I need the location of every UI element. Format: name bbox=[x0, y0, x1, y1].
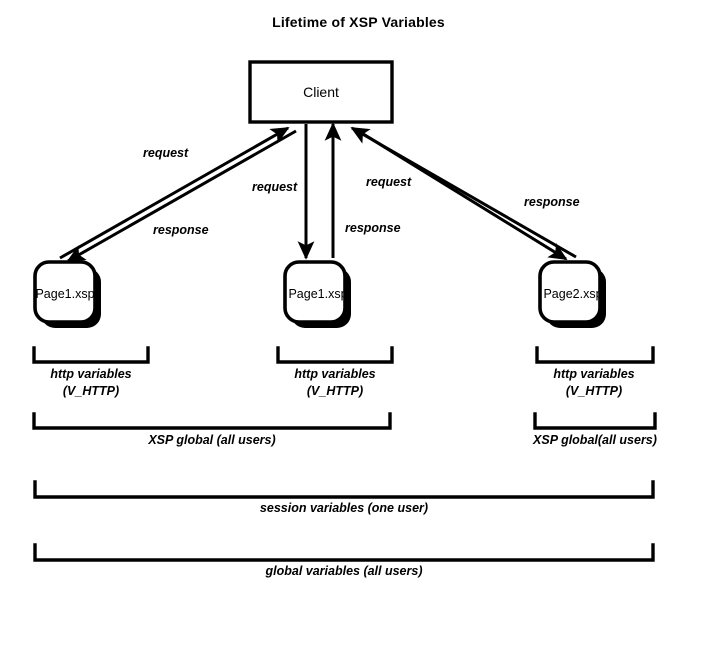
arrow-response-left bbox=[66, 129, 297, 263]
scope-label-xsp-right: XSP global(all users) bbox=[533, 433, 657, 447]
page1b-node-box bbox=[283, 260, 347, 324]
arrow-response-right bbox=[359, 130, 568, 261]
page2-node-box bbox=[538, 260, 602, 324]
flow-label-response-right: response bbox=[524, 195, 580, 209]
page1a-node-label: Page1.xsp bbox=[35, 287, 95, 301]
scope-label-http-left: http variables (V_HTTP) bbox=[20, 366, 162, 400]
client-node-box bbox=[248, 60, 394, 124]
bracket-global bbox=[33, 543, 655, 562]
arrow-request-left bbox=[59, 126, 290, 260]
bracket-xsp-left bbox=[32, 412, 392, 430]
scope-label-xsp-left: XSP global (all users) bbox=[148, 433, 276, 447]
scope-label-http-mid-line2: (V_HTTP) bbox=[306, 384, 364, 398]
scope-label-http-left-line2: (V_HTTP) bbox=[62, 384, 120, 398]
bracket-xsp-right bbox=[533, 412, 657, 430]
flow-label-response-mid: response bbox=[345, 221, 401, 235]
scope-label-session: session variables (one user) bbox=[259, 501, 429, 515]
scope-label-http-right-line1: http variables bbox=[553, 367, 635, 381]
bracket-http-right bbox=[535, 346, 655, 364]
bracket-http-mid bbox=[276, 346, 394, 364]
flow-label-request-left: request bbox=[143, 146, 189, 160]
bracket-session bbox=[33, 480, 655, 499]
flow-label-response-left: response bbox=[153, 223, 209, 237]
scope-label-global: global variables (all users) bbox=[265, 564, 423, 578]
scope-label-http-left-line1: http variables bbox=[50, 367, 132, 381]
client-node-label: Client bbox=[303, 84, 339, 100]
page1a-node-box bbox=[33, 260, 97, 324]
scope-label-http-mid-line1: http variables bbox=[294, 367, 376, 381]
page1b-node-label: Page1.xsp bbox=[288, 287, 348, 301]
scope-label-http-right-line2: (V_HTTP) bbox=[565, 384, 623, 398]
page-title: Lifetime of XSP Variables bbox=[272, 14, 445, 30]
flow-label-request-mid: request bbox=[252, 180, 298, 194]
flow-label-request-right: request bbox=[366, 175, 412, 189]
bracket-http-left bbox=[32, 346, 150, 364]
page2-node-label: Page2.xsp bbox=[543, 287, 603, 301]
scope-label-http-mid: http variables (V_HTTP) bbox=[264, 366, 406, 400]
scope-label-http-right: http variables (V_HTTP) bbox=[523, 366, 665, 400]
